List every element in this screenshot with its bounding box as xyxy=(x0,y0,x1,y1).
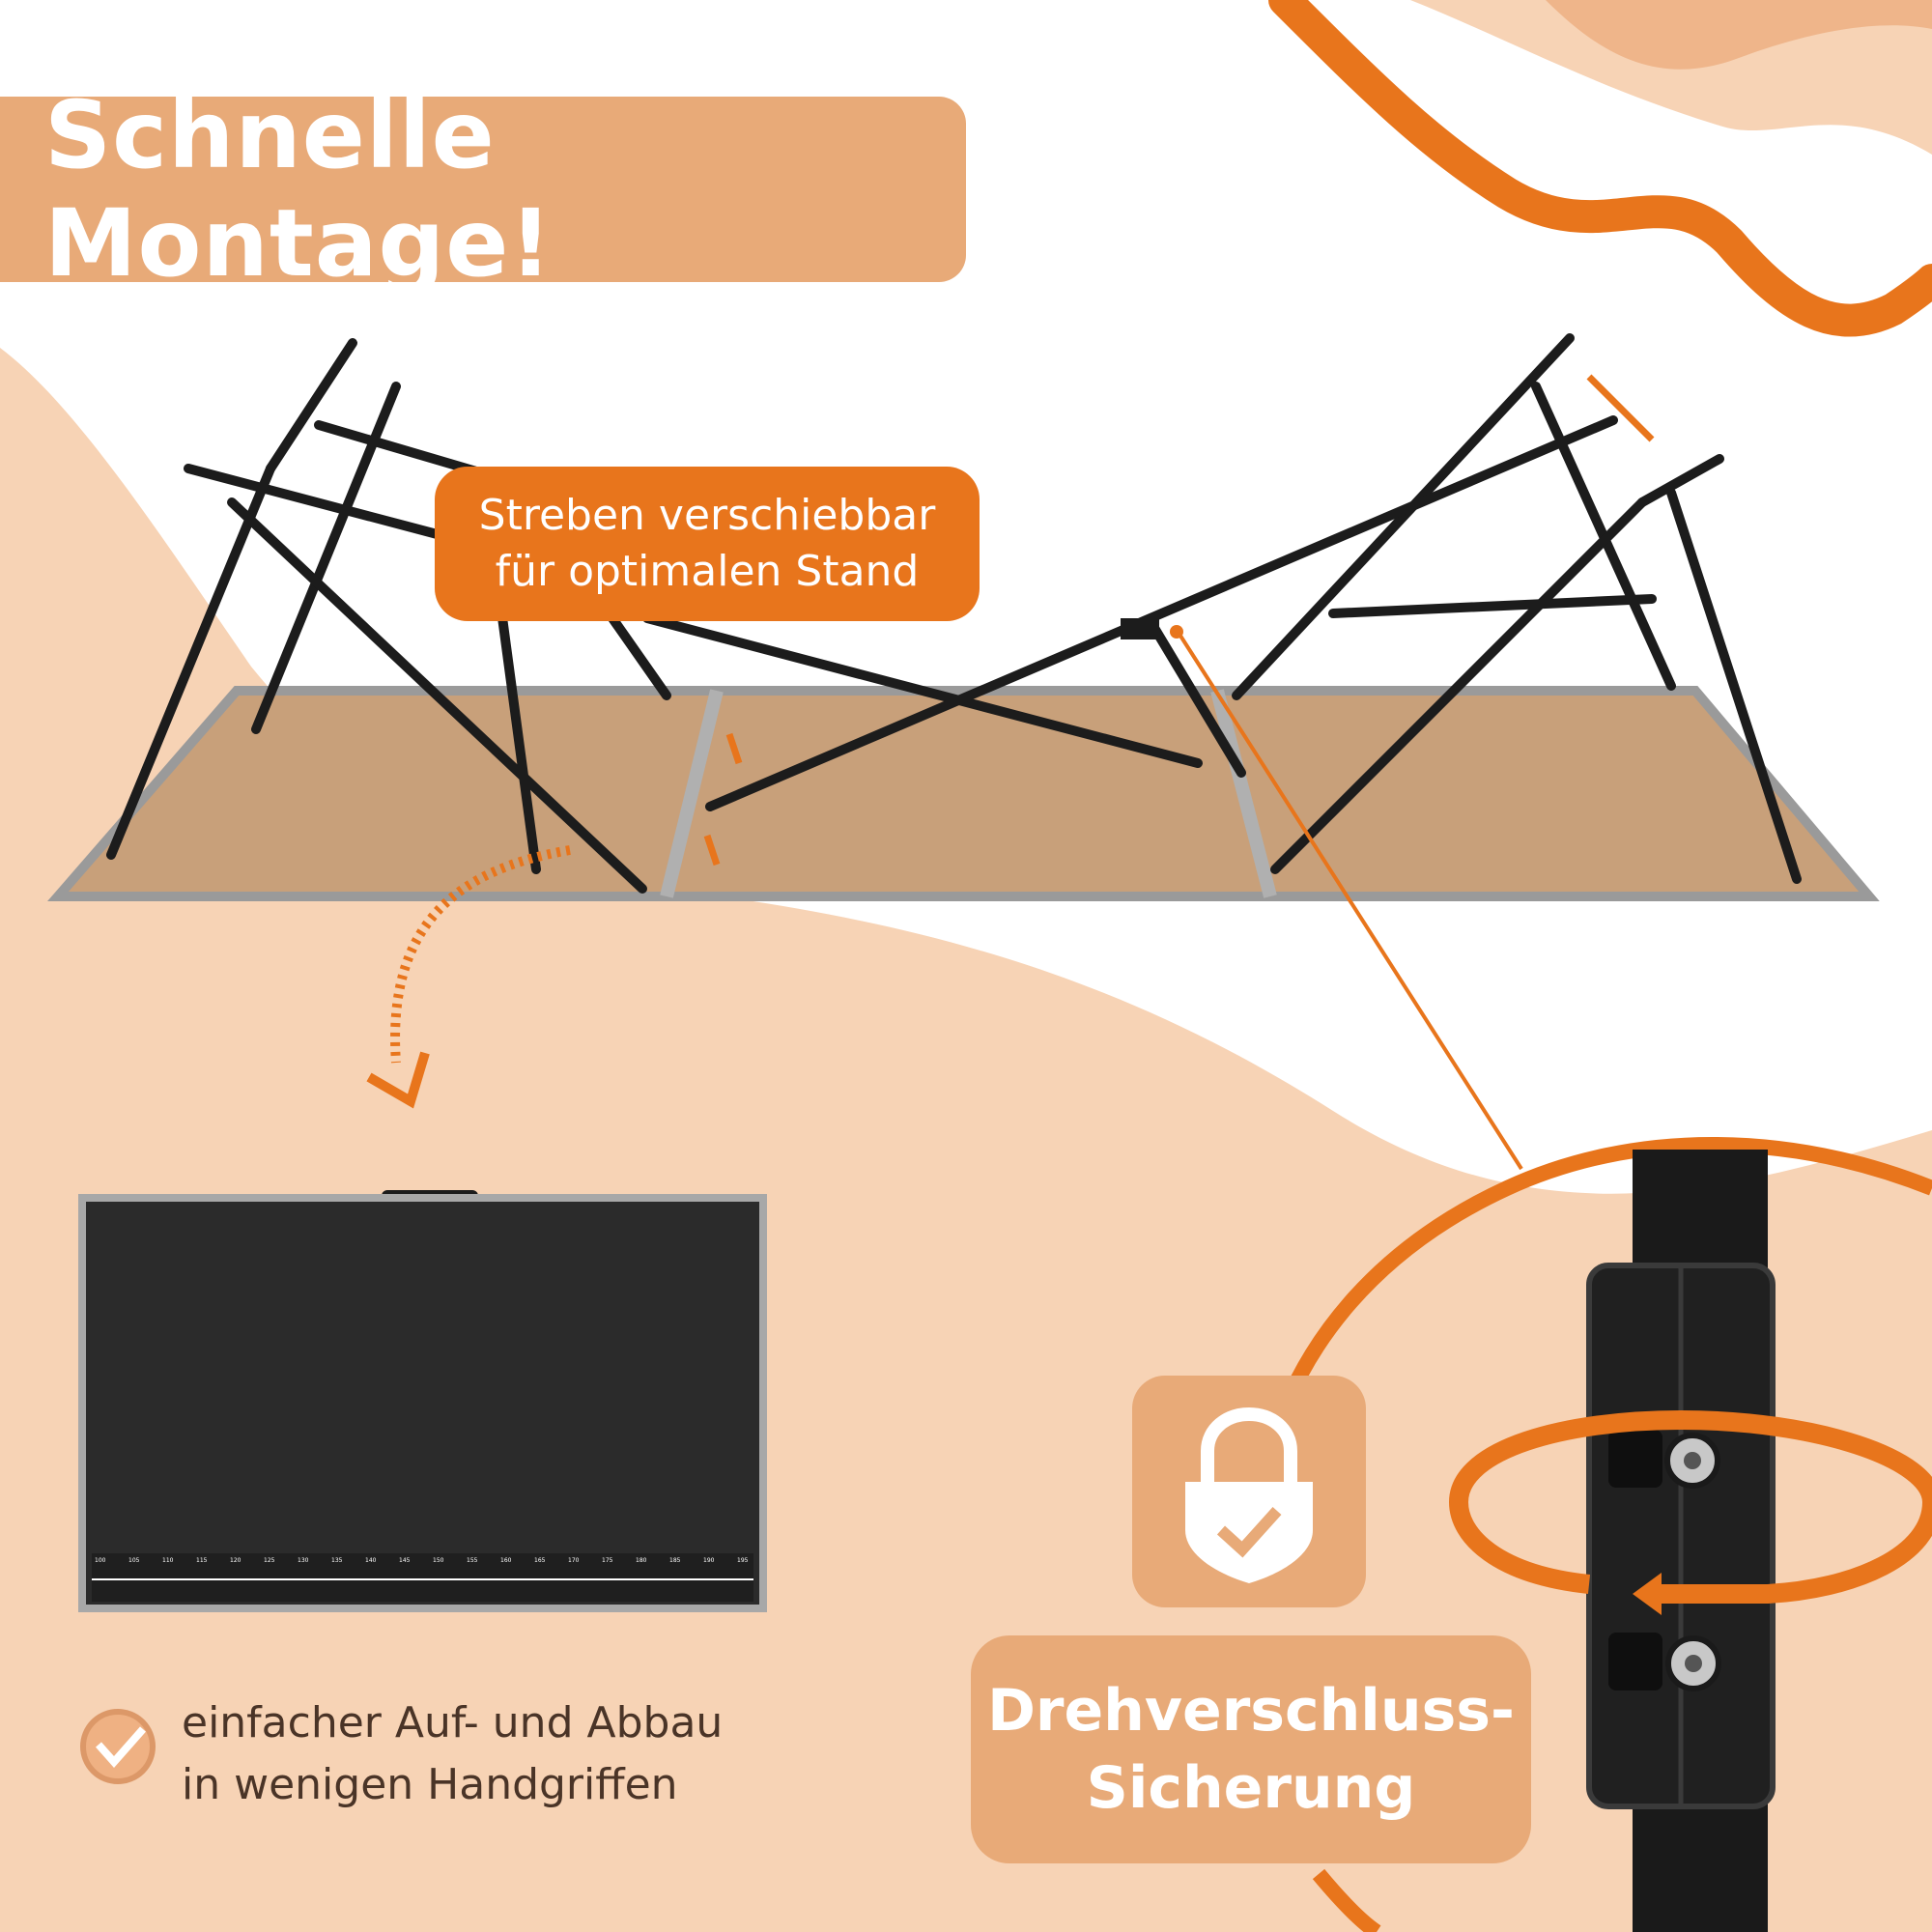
ruler-tick-label: 170 xyxy=(568,1557,580,1564)
callout-struts: Streben verschiebbar für optimalen Stand xyxy=(435,467,980,621)
table-hinge-right xyxy=(1210,689,1277,898)
ruler-tick-label: 160 xyxy=(500,1557,512,1564)
ruler-tick-label: 195 xyxy=(737,1557,749,1564)
ruler-tick-label: 155 xyxy=(467,1557,478,1564)
rotate-arrow-icon xyxy=(1448,1409,1932,1604)
strut-clamp xyxy=(1121,618,1159,639)
case-body xyxy=(78,1194,767,1612)
case-ruler xyxy=(92,1553,753,1602)
badge-line-2: Sicherung xyxy=(1086,1754,1416,1822)
page-title: Schnelle Montage! xyxy=(44,81,554,298)
zoom-circle-arc xyxy=(1258,1137,1932,1470)
ruler-tick-label: 140 xyxy=(365,1557,377,1564)
pointer-line xyxy=(1177,631,1523,1171)
feature-line-1: einfacher Auf- und Abbau xyxy=(182,1698,724,1747)
table-hinge-left xyxy=(660,689,724,898)
ruler-tick-label: 100 xyxy=(95,1557,106,1564)
peach-stripe xyxy=(1546,0,1932,70)
ruler-tick-label: 185 xyxy=(669,1557,681,1564)
feature-text: einfacher Auf- und Abbau in wenigen Hand… xyxy=(182,1692,723,1816)
ruler-tick-label: 125 xyxy=(264,1557,275,1564)
lock-icon-box xyxy=(1132,1376,1366,1607)
badge-line-1: Drehverschluss- xyxy=(987,1677,1515,1745)
table-legs xyxy=(106,333,1802,894)
ruler-tick-label: 175 xyxy=(602,1557,613,1564)
ruler-tick-label: 115 xyxy=(196,1557,208,1564)
ruler-tick-label: 145 xyxy=(399,1557,411,1564)
callout-line-1: Streben verschiebbar xyxy=(478,491,936,540)
adjust-arrows xyxy=(703,374,1655,867)
ruler-tick-label: 110 xyxy=(162,1557,174,1564)
ruler-tick-label: 135 xyxy=(331,1557,343,1564)
callout-line-2: für optimalen Stand xyxy=(495,547,920,596)
title-banner: Schnelle Montage! xyxy=(0,81,966,298)
twist-lock-badge: Drehverschluss- Sicherung xyxy=(971,1635,1531,1863)
lock-check-icon xyxy=(1185,1406,1313,1583)
ruler-tick-label: 180 xyxy=(636,1557,647,1564)
ruler-tick-label: 150 xyxy=(433,1557,444,1564)
feature-line-2: in wenigen Handgriffen xyxy=(182,1760,678,1809)
ruler-tick-label: 105 xyxy=(128,1557,140,1564)
orange-ribbon-wave xyxy=(1268,0,1932,337)
check-circle-icon xyxy=(80,1709,156,1784)
ruler-tick-label: 165 xyxy=(534,1557,546,1564)
ruler-tick-label: 190 xyxy=(703,1557,715,1564)
ruler-tick-label: 130 xyxy=(298,1557,309,1564)
ruler-tick-label: 120 xyxy=(230,1557,242,1564)
